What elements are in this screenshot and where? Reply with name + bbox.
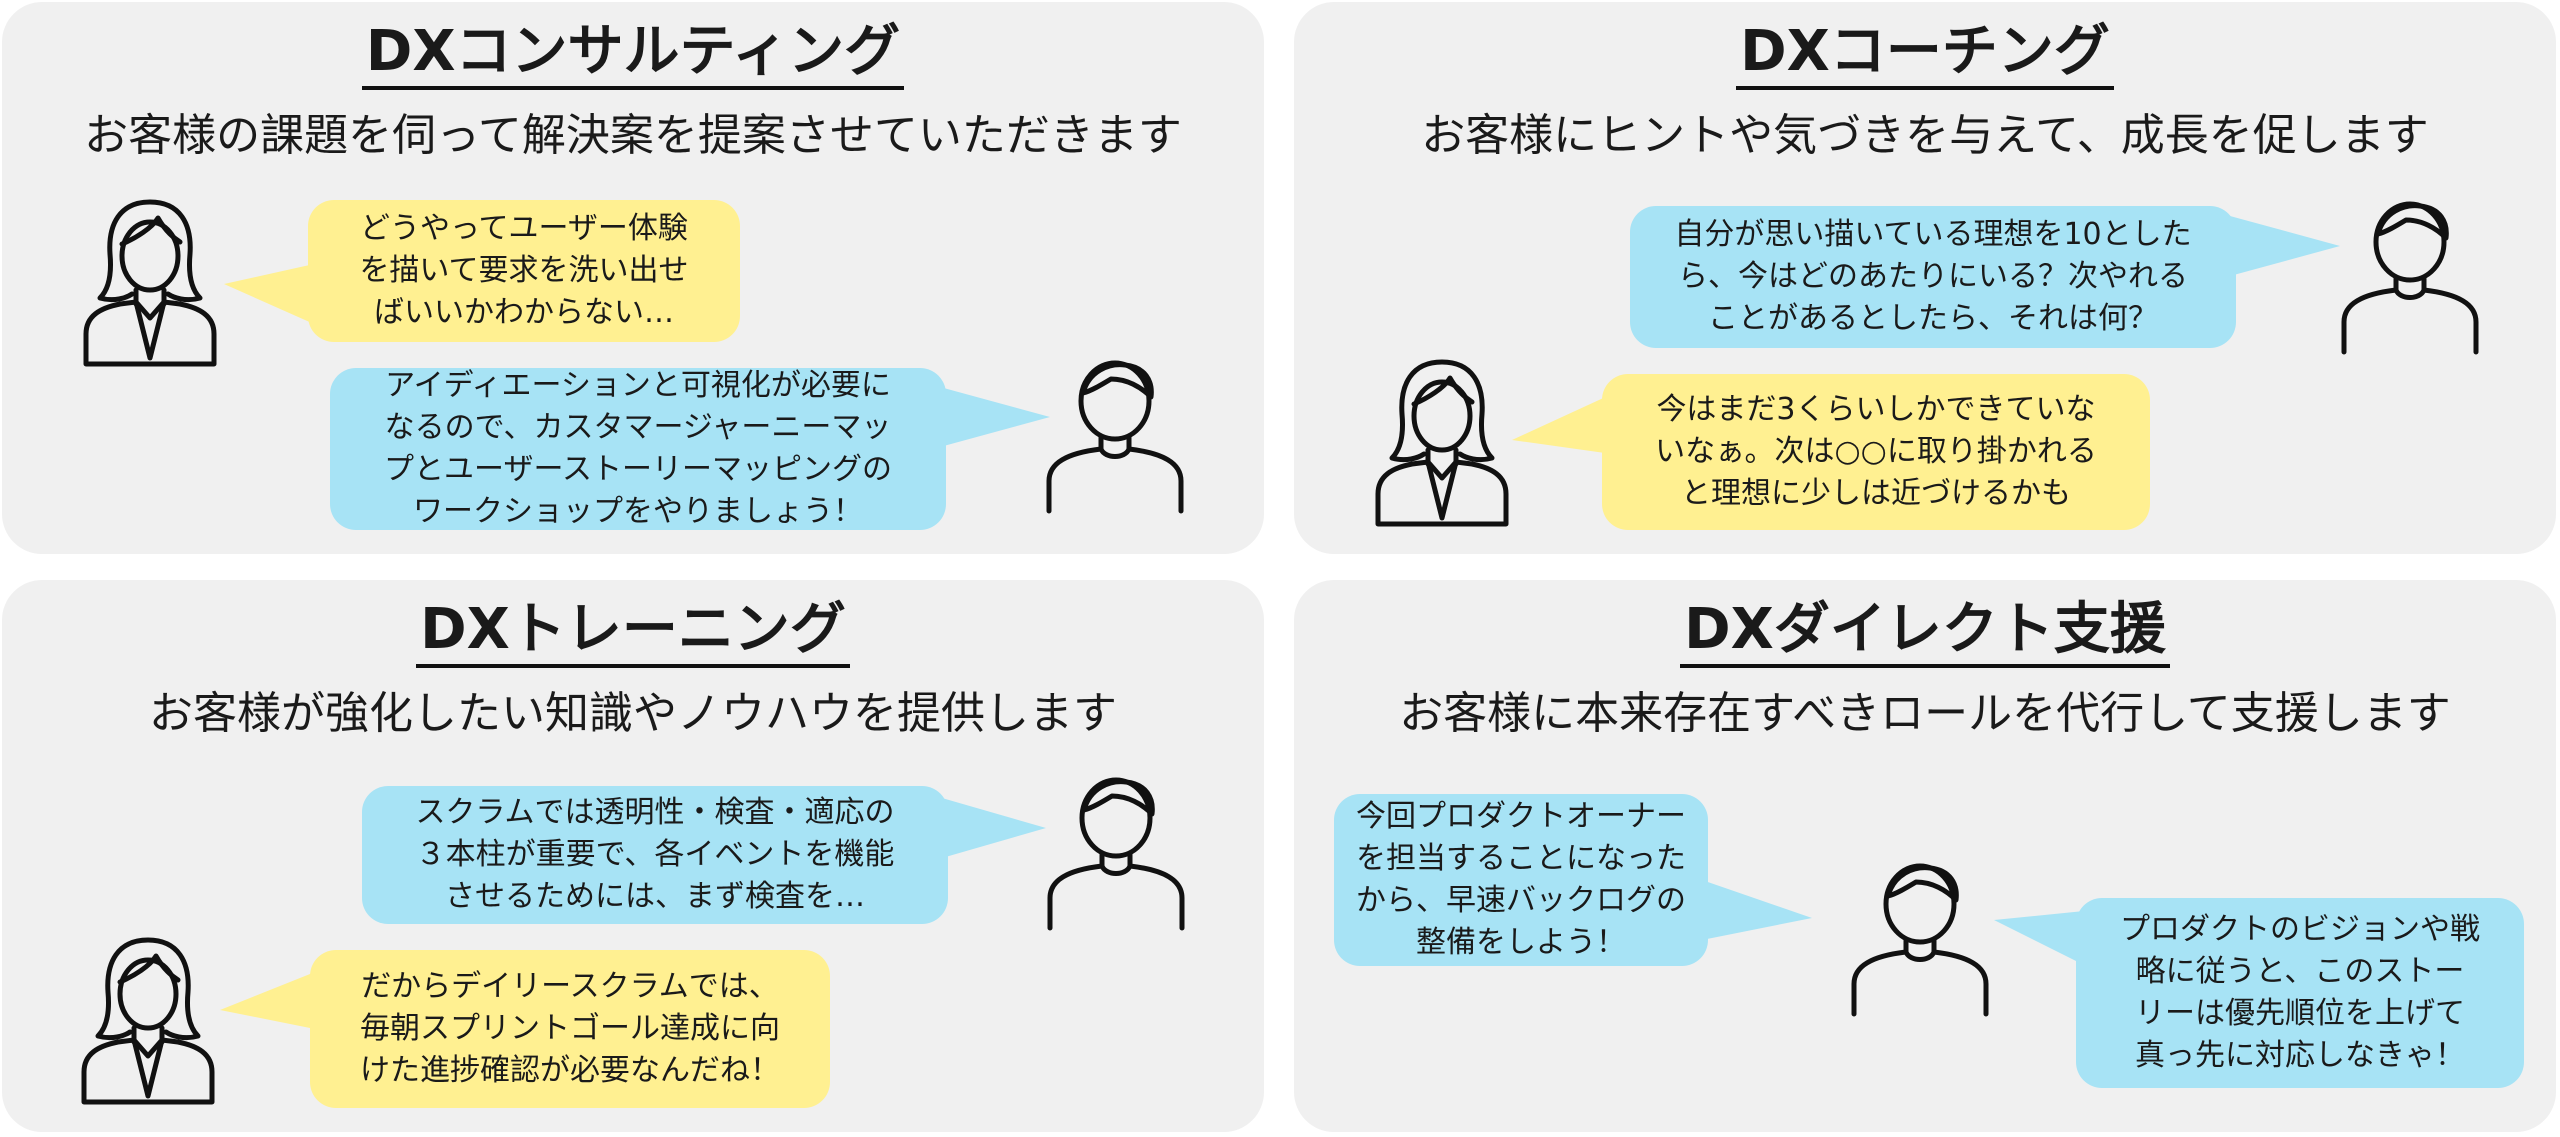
panel-coaching: DXコーチング お客様にヒントや気づきを与えて、成長を促します 自分が思い描いて… — [1294, 2, 2556, 554]
panel-title: DXコンサルティング — [2, 24, 1264, 90]
speech-bubble-consultant: アイディエーションと可視化が必要に なるので、カスタマージャーニーマッ プとユー… — [330, 368, 946, 530]
speech-bubble-client: どうやってユーザー体験 を描いて要求を洗い出せ ばいいかわからない… — [308, 200, 740, 342]
speech-bubble-client: だからデイリースクラムでは、 毎朝スプリントゴール達成に向 けた進捗確認が必要な… — [310, 950, 830, 1108]
speech-bubble-client: 今はまだ3くらいしかできていな いなぁ。次は○○に取り掛かれる と理想に少しは近… — [1602, 374, 2150, 530]
panel-subtitle: お客様が強化したい知識やノウハウを提供します — [149, 688, 1117, 739]
female-client-icon — [1375, 359, 1509, 527]
bubble-tail — [224, 264, 314, 324]
panel-title: DXダイレクト支援 — [1294, 602, 2556, 668]
panel-direct-support: DXダイレクト支援 お客様に本来存在すべきロールを代行して支援します 今回プロダ… — [1294, 580, 2556, 1132]
panel-consulting: DXコンサルティング お客様の課題を伺って解決案を提案させていただきます どうや… — [2, 2, 1264, 554]
panel-subtitle: お客様の課題を伺って解決案を提案させていただきます — [84, 110, 1182, 161]
bubble-tail — [2230, 216, 2340, 276]
speech-bubble-trainer: スクラムでは透明性・検査・適応の ３本柱が重要で、各イベントを機能 させるために… — [362, 786, 948, 924]
bubble-tail — [220, 970, 320, 1030]
speech-bubble-coach: 自分が思い描いている理想を10とした ら、今はどのあたりにいる？次やれる ことが… — [1630, 206, 2236, 348]
bubble-tail — [1702, 880, 1812, 940]
female-client-icon — [81, 937, 215, 1105]
panel-title-text: DXコンサルティング — [361, 24, 905, 90]
panel-title-text: DXコーチング — [1736, 24, 2114, 90]
panel-title-text: DXダイレクト支援 — [1680, 602, 2170, 668]
male-trainer-icon — [1047, 777, 1185, 931]
male-coach-icon — [2341, 201, 2479, 355]
bubble-tail — [1512, 394, 1612, 454]
male-consultant-icon — [1046, 360, 1184, 514]
male-supporter-icon — [1851, 863, 1989, 1017]
panel-title-text: DXトレーニング — [416, 602, 850, 668]
panel-title: DXコーチング — [1294, 24, 2556, 90]
bubble-tail — [942, 798, 1046, 858]
panel-title: DXトレーニング — [2, 602, 1264, 668]
female-client-icon — [83, 199, 217, 367]
bubble-tail — [940, 387, 1050, 447]
bubble-tail — [1994, 910, 2094, 970]
speech-bubble-left: 今回プロダクトオーナー を担当することになった から、早速バックログの 整備をし… — [1334, 794, 1708, 966]
panel-subtitle: お客様にヒントや気づきを与えて、成長を促します — [1421, 110, 2429, 161]
panel-subtitle: お客様に本来存在すべきロールを代行して支援します — [1399, 688, 2451, 739]
panel-training: DXトレーニング お客様が強化したい知識やノウハウを提供します スクラムでは透明… — [2, 580, 1264, 1132]
speech-bubble-right: プロダクトのビジョンや戦 略に従うと、このストー リーは優先順位を上げて 真っ先… — [2076, 898, 2524, 1088]
